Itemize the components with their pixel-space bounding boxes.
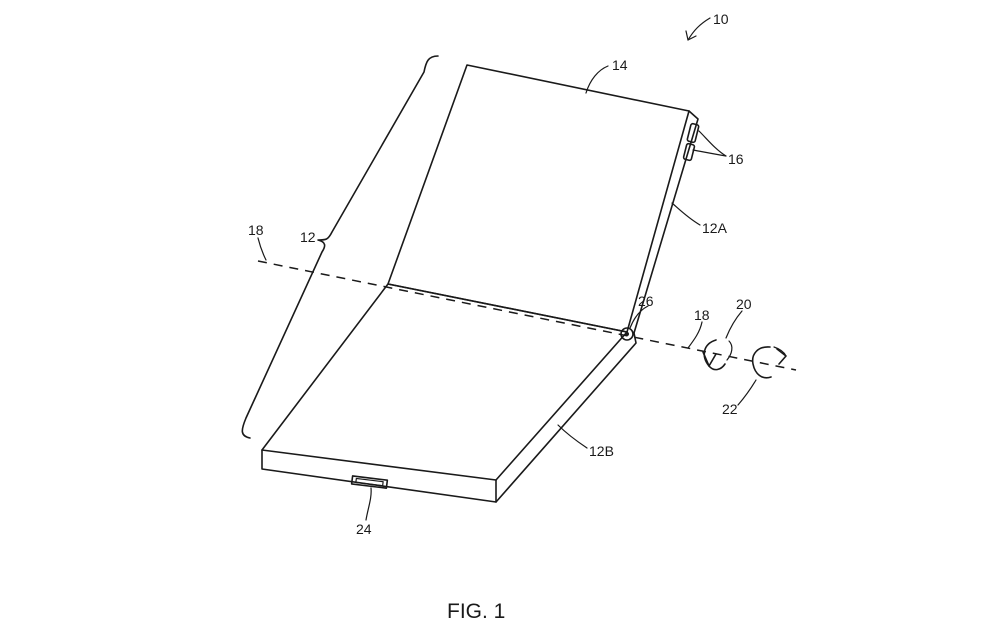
leader-10-arrowhead — [685, 30, 697, 41]
leader-24 — [365, 487, 372, 521]
display-bracket — [241, 55, 439, 439]
label-20: 20 — [736, 296, 752, 312]
label-12b: 12B — [589, 443, 614, 459]
leader-20 — [725, 310, 743, 339]
connector-port — [350, 475, 389, 489]
label-18-right: 18 — [694, 307, 710, 323]
leader-10-arrow — [687, 17, 711, 41]
leader-12b — [557, 424, 588, 449]
label-18-left: 18 — [248, 222, 264, 238]
label-22: 22 — [722, 401, 738, 417]
leader-22 — [737, 379, 757, 406]
label-26: 26 — [638, 293, 654, 309]
lower-panel-side-face — [495, 332, 637, 503]
label-14: 14 — [612, 57, 628, 73]
figure-caption: FIG. 1 — [447, 600, 505, 623]
rotation-arrow-2-tail — [773, 346, 787, 357]
label-24: 24 — [356, 521, 372, 537]
leader-14 — [585, 65, 609, 94]
upper-panel-side — [633, 110, 699, 334]
rotation-arrow-1-head — [702, 351, 717, 367]
label-12a: 12A — [702, 220, 728, 236]
leader-12a — [671, 202, 701, 226]
leader-16b — [692, 149, 727, 157]
leader-26 — [629, 305, 649, 329]
leader-18-right — [687, 321, 703, 349]
side-button-upper — [686, 122, 700, 144]
lower-panel — [261, 283, 628, 481]
label-10: 10 — [713, 11, 729, 27]
side-button-lower — [682, 142, 696, 162]
label-12: 12 — [300, 229, 316, 245]
rotation-arrow-2 — [751, 346, 772, 379]
label-16: 16 — [728, 151, 744, 167]
leader-16a — [698, 130, 727, 157]
fold-axis-line — [257, 260, 797, 371]
rotation-arrow-1-tail — [726, 340, 733, 361]
leader-18-left — [257, 237, 267, 261]
upper-panel — [387, 64, 690, 333]
connector-port-inner — [355, 477, 384, 487]
